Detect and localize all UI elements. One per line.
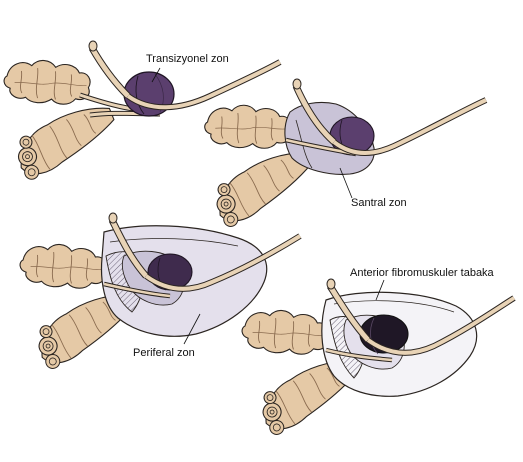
seminal-vesicle bbox=[2, 57, 92, 107]
leader-transitional bbox=[151, 67, 161, 83]
label-central-zone: Santral zon bbox=[351, 197, 407, 209]
panel-transitional-zone bbox=[2, 40, 282, 183]
label-transitional-zone: Transizyonel zon bbox=[146, 53, 229, 65]
panel-peripheral-zone bbox=[18, 212, 302, 372]
leader-peripheral bbox=[183, 313, 201, 345]
label-anterior-fibromuscular-stroma: Anterior fibromuskuler tabaka bbox=[350, 267, 494, 279]
leader-anterior bbox=[375, 279, 385, 301]
seminal-vesicle bbox=[240, 307, 330, 357]
label-peripheral-zone: Periferal zon bbox=[133, 347, 195, 359]
seminal-vesicle bbox=[18, 241, 108, 291]
seminal-vesicle bbox=[203, 103, 292, 150]
panel-central-zone bbox=[203, 78, 488, 230]
leader-central bbox=[339, 167, 353, 199]
panel-anterior-fibromuscular-stroma bbox=[240, 278, 516, 438]
